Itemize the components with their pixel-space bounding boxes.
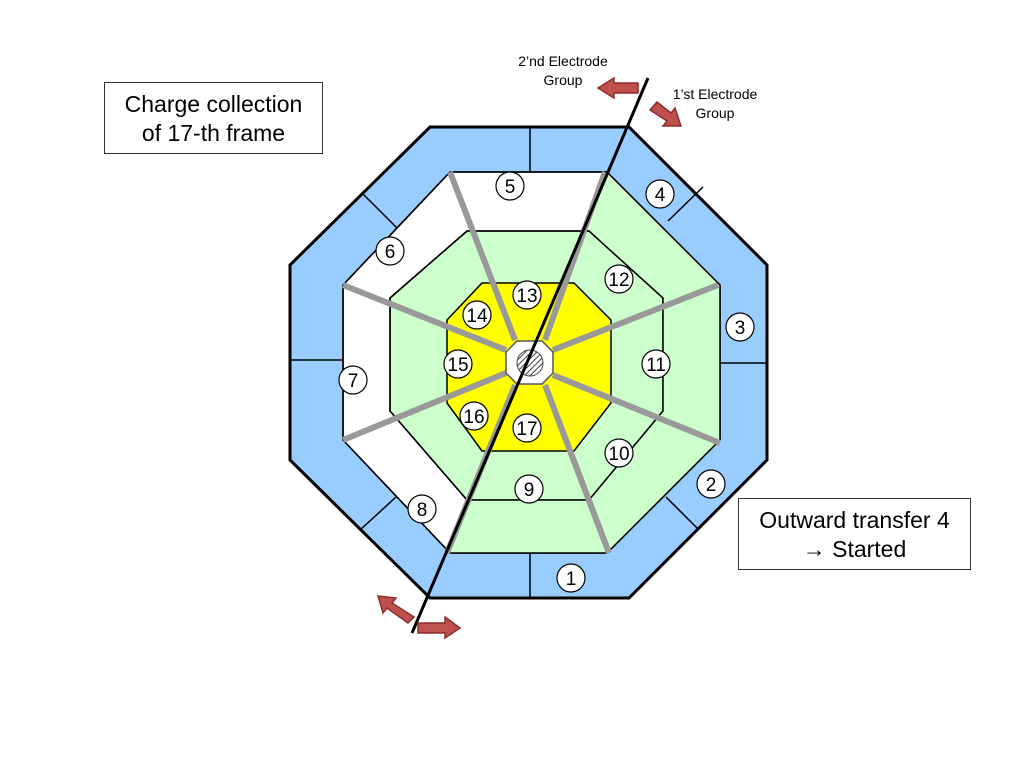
segment-badge-6: 6 — [375, 236, 405, 266]
badge-circle — [443, 349, 473, 379]
badge-label: 13 — [516, 286, 537, 307]
badge-label: 9 — [524, 480, 535, 501]
badge-label: 2 — [706, 475, 717, 496]
outer-ring-dividers — [290, 127, 767, 598]
badge-label: 5 — [505, 177, 516, 198]
badge-label: 6 — [385, 242, 396, 263]
segment-badge-8: 8 — [407, 494, 437, 524]
badge-circle — [495, 171, 525, 201]
segment-badge-12: 12 — [604, 264, 634, 294]
segment-badge-14: 14 — [462, 300, 492, 330]
block-arrow-icon — [376, 76, 683, 640]
segment-badge-13: 13 — [512, 280, 542, 310]
second-electrode-group-label: 2’nd Electrode Group — [518, 53, 608, 88]
arrow-first-group — [648, 100, 683, 127]
badge-circle — [512, 280, 542, 310]
status-line-1: Outward transfer 4 — [759, 507, 950, 533]
badge-circle — [556, 563, 586, 593]
segment-badge-16: 16 — [459, 401, 489, 431]
status-box: Outward transfer 4 → Started — [738, 498, 971, 570]
badge-circle — [338, 365, 368, 395]
badge-label: 7 — [348, 371, 359, 392]
badge-circle — [604, 264, 634, 294]
badge-label: 10 — [608, 444, 629, 465]
badge-label: 1 — [566, 569, 577, 590]
badge-label: 12 — [608, 270, 629, 291]
badge-circle — [725, 312, 755, 342]
segment-badge-4: 4 — [645, 179, 675, 209]
badge-label: 16 — [463, 407, 484, 428]
segment-badge-17: 17 — [512, 413, 542, 443]
electrode-divider-line — [410, 77, 650, 634]
segment-badge-7: 7 — [338, 365, 368, 395]
badge-label: 11 — [646, 355, 666, 376]
badge-label: 8 — [417, 500, 428, 521]
badge-circle — [641, 349, 671, 379]
badge-circle — [375, 236, 405, 266]
badge-circle — [462, 300, 492, 330]
status-line-2: → Started — [802, 536, 907, 562]
arrow-bottom-right — [417, 615, 462, 640]
green-sector-bottom — [450, 500, 607, 553]
badge-circle — [604, 438, 634, 468]
green-sector-right — [589, 172, 720, 440]
badge-circle — [696, 469, 726, 499]
badge-label: 15 — [447, 355, 468, 376]
badge-label: 17 — [516, 419, 537, 440]
segment-badge-9: 9 — [514, 474, 544, 504]
segment-badge-15: 15 — [443, 349, 473, 379]
green-sector-right-lower — [589, 411, 720, 553]
segment-badge-2: 2 — [696, 469, 726, 499]
badge-label: 4 — [655, 185, 666, 206]
arrow-second-group — [596, 76, 639, 100]
segment-badge-1: 1 — [556, 563, 586, 593]
badge-circle — [459, 401, 489, 431]
badge-label: 3 — [735, 318, 746, 339]
segment-badge-10: 10 — [604, 438, 634, 468]
badge-circle — [512, 413, 542, 443]
title-box: Charge collection of 17-th frame — [104, 82, 323, 154]
segment-badge-11: 11 — [641, 349, 671, 379]
first-electrode-group-label: 1’st Electrode Group — [672, 86, 758, 121]
badge-label: 14 — [466, 306, 488, 327]
segment-badge-3: 3 — [725, 312, 755, 342]
badge-circle — [407, 494, 437, 524]
badge-circle — [514, 474, 544, 504]
title-line-2: of 17-th frame — [141, 120, 286, 146]
badge-circle — [645, 179, 675, 209]
segment-badge-5: 5 — [495, 171, 525, 201]
arrow-bottom-left — [376, 595, 416, 624]
title-line-1: Charge collection — [124, 91, 303, 117]
